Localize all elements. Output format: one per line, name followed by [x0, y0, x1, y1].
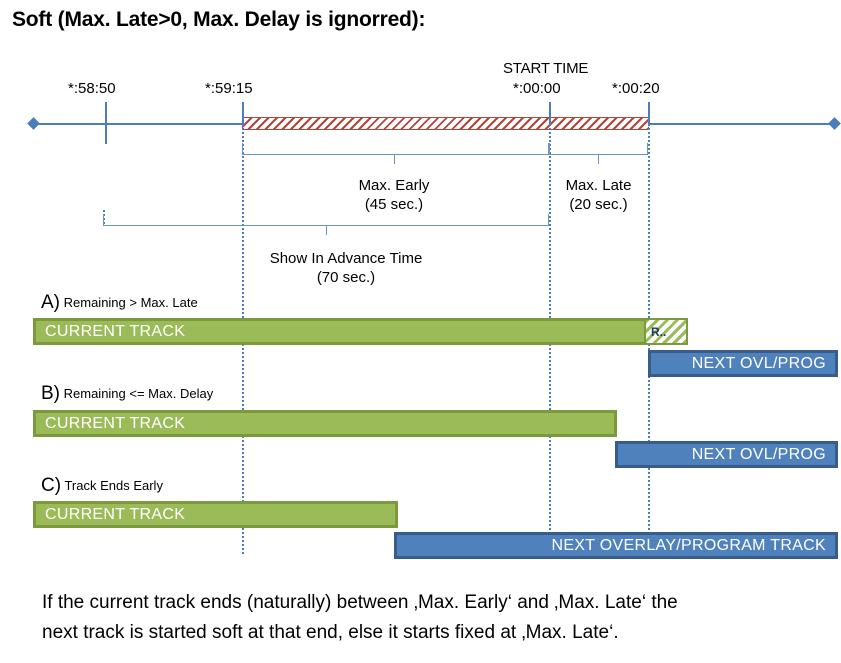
current-track-label-c: CURRENT TRACK	[45, 506, 186, 523]
brace-pointer	[394, 154, 395, 164]
next-track-label-a: NEXT OVL/PROG	[691, 355, 826, 372]
brace-pointer	[326, 225, 327, 235]
brace-left-end	[549, 143, 550, 155]
scenario-b-condition: Remaining <= Max. Delay	[63, 386, 214, 401]
hatched-window-band	[242, 117, 649, 130]
current-track-bar-c[interactable]: CURRENT TRACK	[33, 501, 398, 528]
brace-caption-max-early: Max. Early (45 sec.)	[294, 176, 494, 214]
footer-line-1: If the current track ends (naturally) be…	[42, 592, 678, 613]
brace-left-end	[103, 214, 104, 226]
remaining-hatch-bar-a[interactable]: R..	[644, 318, 688, 345]
axis-tick-0000	[549, 102, 551, 124]
brace-show-in-advance-time	[103, 214, 549, 236]
scenario-b-label: B) Remaining <= Max. Delay	[41, 383, 213, 405]
axis-label-0000: *:00:00	[513, 80, 561, 97]
axis-start-marker-icon	[27, 117, 40, 130]
current-track-bar-b[interactable]: CURRENT TRACK	[33, 410, 617, 437]
guide-line-siat-left	[103, 210, 105, 224]
brace-right-end	[548, 143, 549, 155]
axis-label-0020: *:00:20	[612, 80, 660, 97]
current-track-label-a: CURRENT TRACK	[45, 323, 186, 340]
start-time-caption: START TIME	[503, 60, 589, 77]
next-track-label-c: NEXT OVERLAY/PROGRAM TRACK	[551, 537, 826, 554]
axis-tick-5850	[105, 102, 107, 144]
brace-left-end	[242, 143, 243, 155]
brace-bar	[242, 154, 549, 155]
next-track-bar-c[interactable]: NEXT OVERLAY/PROGRAM TRACK	[394, 532, 838, 559]
scenario-a-label: A) Remaining > Max. Late	[41, 292, 198, 314]
axis-tick-5915	[242, 102, 244, 124]
brace-caption-max-late-line1: Max. Late	[565, 177, 632, 194]
footer-description: If the current track ends (naturally) be…	[42, 588, 822, 648]
axis-label-5850: *:58:50	[68, 80, 116, 97]
scenario-a-condition: Remaining > Max. Late	[63, 295, 198, 310]
axis-end-marker-icon	[828, 117, 841, 130]
brace-caption-show-in-advance-time: Show In Advance Time (70 sec.)	[226, 249, 466, 287]
brace-caption-max-early-line1: Max. Early	[358, 177, 430, 194]
scenario-c-label: C) Track Ends Early	[41, 475, 163, 497]
brace-caption-max-late-line2: (20 sec.)	[569, 196, 628, 213]
scenario-b-letter: B)	[41, 383, 60, 404]
page-title: Soft (Max. Late>0, Max. Delay is ignorre…	[12, 8, 426, 31]
brace-right-end	[548, 214, 549, 226]
current-track-bar-a[interactable]: CURRENT TRACK	[33, 318, 648, 345]
scenario-c-condition: Track Ends Early	[64, 478, 163, 493]
brace-caption-siat-line2: (70 sec.)	[316, 269, 376, 286]
current-track-label-b: CURRENT TRACK	[45, 415, 186, 432]
remaining-label-a: R..	[651, 324, 667, 339]
brace-caption-max-late: Max. Late (20 sec.)	[511, 176, 686, 214]
next-track-bar-a[interactable]: NEXT OVL/PROG	[648, 350, 838, 377]
axis-tick-0020	[648, 102, 650, 124]
brace-pointer	[598, 154, 599, 164]
brace-caption-siat-line1: Show In Advance Time	[269, 250, 423, 267]
footer-line-2: next track is started soft at that end, …	[42, 622, 619, 643]
axis-label-5915: *:59:15	[205, 80, 253, 97]
brace-right-end	[647, 143, 648, 155]
next-track-bar-b[interactable]: NEXT OVL/PROG	[615, 441, 838, 468]
scenario-c-letter: C)	[41, 475, 62, 496]
next-track-label-b: NEXT OVL/PROG	[691, 446, 826, 463]
scenario-a-letter: A)	[41, 292, 60, 313]
brace-max-early	[242, 143, 549, 165]
brace-max-late	[549, 143, 648, 165]
brace-caption-max-early-line2: (45 sec.)	[364, 196, 424, 213]
